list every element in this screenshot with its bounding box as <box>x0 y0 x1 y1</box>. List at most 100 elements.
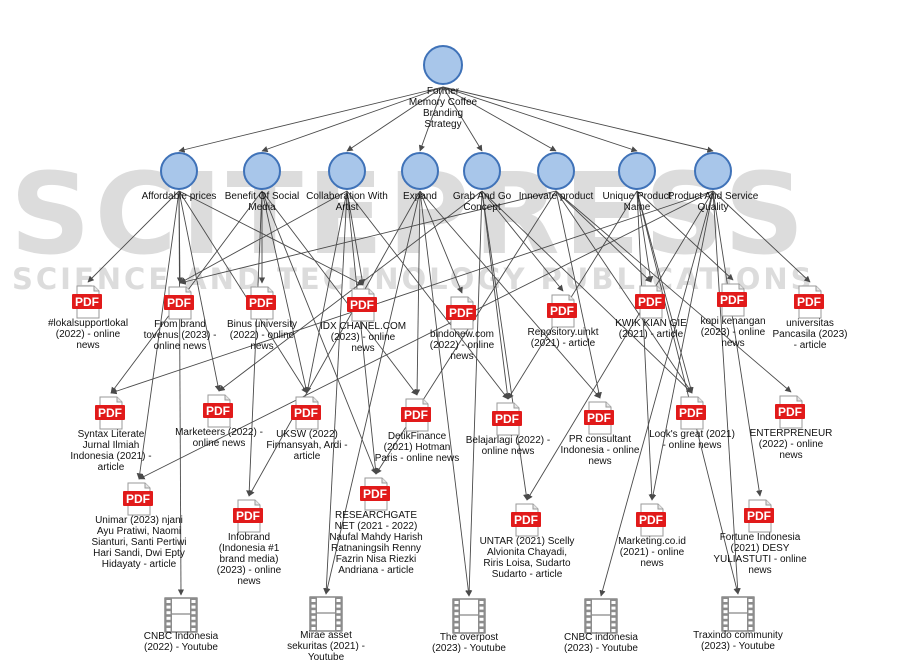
film-icon[interactable] <box>452 598 486 634</box>
source-label-researchgate: RESEARCHGATE NET (2021 - 2022) Naufal Ma… <box>329 510 423 576</box>
source-label-idx: IDX CHANEL.COM (2023) - online news <box>319 321 407 354</box>
pdf-icon[interactable]: PDF <box>584 401 614 435</box>
edge-root-affordable <box>178 86 444 153</box>
theme-node-expand[interactable] <box>401 152 439 190</box>
edge-root-service <box>442 86 714 153</box>
edge-grab-untar <box>481 190 530 501</box>
theme-node-service[interactable] <box>694 152 732 190</box>
pdf-icon-text: PDF <box>747 509 771 523</box>
pdf-icon-text: PDF <box>638 295 662 309</box>
edge-collab-researchgate <box>346 190 379 475</box>
pdf-icon-text: PDF <box>587 411 611 425</box>
pdf-icon[interactable]: PDF <box>547 294 577 328</box>
edge-service-untar <box>526 190 714 501</box>
edge-benefit-uksw <box>261 190 309 394</box>
theme-node-grab[interactable] <box>463 152 501 190</box>
pdf-icon[interactable]: PDF <box>95 396 125 430</box>
pdf-icon[interactable]: PDF <box>446 296 476 330</box>
pdf-icon-text: PDF <box>404 408 428 422</box>
pdf-icon[interactable]: PDF <box>347 288 377 322</box>
pdf-icon-text: PDF <box>363 487 387 501</box>
film-icon[interactable] <box>721 596 755 632</box>
theme-node-benefit[interactable] <box>243 152 281 190</box>
pdf-icon-text: PDF <box>126 492 150 506</box>
pdf-icon-text: PDF <box>350 298 374 312</box>
pdf-icon-text: PDF <box>550 304 574 318</box>
source-label-lokal: #lokalsupportlokal (2022) - online news <box>48 318 129 351</box>
source-label-overpost: The overpost (2023) - Youtube <box>432 632 506 654</box>
pdf-icon-text: PDF <box>249 296 273 310</box>
edge-root-benefit <box>261 86 444 153</box>
pdf-icon-text: PDF <box>514 513 538 527</box>
source-label-traxindo: Traxindo community (2023) - Youtube <box>693 630 783 652</box>
theme-label-affordable: Affordable prices <box>141 191 217 202</box>
pdf-icon-text: PDF <box>206 404 230 418</box>
watermark-subtitle: SCIENCE AND TECHNOLOGY PUBLICATIONS <box>12 262 815 296</box>
edge-expand-pr <box>419 190 601 399</box>
source-label-looks: Look's great (2021) - online news <box>649 429 735 451</box>
pdf-icon-text: PDF <box>75 295 99 309</box>
edge-unique-kopi <box>636 190 734 281</box>
edge-expand-detik <box>413 190 421 396</box>
pdf-icon[interactable]: PDF <box>123 482 153 516</box>
edge-expand-mirae <box>324 190 421 595</box>
pdf-icon[interactable]: PDF <box>233 499 263 533</box>
edge-collab-mirae <box>323 190 348 595</box>
theme-node-affordable[interactable] <box>160 152 198 190</box>
edge-collab-uksw <box>305 190 348 394</box>
pdf-icon-text: PDF <box>679 406 703 420</box>
film-icon[interactable] <box>584 598 618 634</box>
theme-node-collab[interactable] <box>328 152 366 190</box>
theme-label-service: Product And Service Quality <box>667 191 759 213</box>
theme-label-expand: Expand <box>403 191 437 202</box>
edge-collab-idx <box>346 190 366 286</box>
pdf-icon[interactable]: PDF <box>775 395 805 429</box>
pdf-icon[interactable]: PDF <box>636 503 666 537</box>
edge-unique-kwik <box>636 190 654 283</box>
pdf-icon[interactable]: PDF <box>676 396 706 430</box>
edge-innovate-entre <box>555 190 792 393</box>
edge-grab-marketeers <box>218 190 483 392</box>
theme-label-innovate: Innovate product <box>518 191 594 202</box>
source-label-infobrand: Infobrand (Indonesia #1 brand media) (20… <box>216 532 282 587</box>
source-label-unimar: Unimar (2023) njani Ayu Pratiwi, Naomi S… <box>91 515 187 570</box>
pdf-icon[interactable]: PDF <box>401 398 431 432</box>
edge-service-syntax <box>110 190 714 395</box>
edge-affordable-idx <box>178 190 364 286</box>
edge-expand-overpost <box>419 190 472 597</box>
pdf-icon[interactable]: PDF <box>291 396 321 430</box>
edge-unique-belajar <box>507 190 638 400</box>
pdf-icon-text: PDF <box>639 513 663 527</box>
source-label-syntax: Syntax Literate Jurnal Ilmiah Indonesia … <box>70 429 152 473</box>
pdf-icon[interactable]: PDF <box>203 394 233 428</box>
source-label-marketingco: Marketing.co.id (2021) - online news <box>618 536 686 569</box>
source-label-kopi: kopi kenangan (2023) - online news <box>700 316 766 349</box>
theme-node-innovate[interactable] <box>537 152 575 190</box>
pdf-icon[interactable]: PDF <box>744 499 774 533</box>
pdf-icon[interactable]: PDF <box>511 503 541 537</box>
edge-innovate-looks <box>555 190 693 394</box>
pdf-icon[interactable]: PDF <box>794 285 824 319</box>
edge-affordable-uksw <box>178 190 308 394</box>
film-icon[interactable] <box>164 597 198 633</box>
theme-node-unique[interactable] <box>618 152 656 190</box>
pdf-icon[interactable]: PDF <box>360 477 390 511</box>
film-icon[interactable] <box>309 596 343 632</box>
pdf-icon[interactable]: PDF <box>492 402 522 436</box>
pdf-icon[interactable]: PDF <box>164 286 194 320</box>
edge-grab-overpost <box>466 190 483 597</box>
pdf-icon[interactable]: PDF <box>246 286 276 320</box>
source-label-fortune: Fortune Indonesia (2021) DESY YULIASTUTI… <box>713 532 807 576</box>
source-label-uinkt: Repository.uinkt (2021) - article <box>527 327 599 349</box>
edge-service-pancasila <box>712 190 811 283</box>
edge-collab-belajar <box>346 190 509 400</box>
root-node[interactable] <box>423 45 463 85</box>
pdf-icon[interactable]: PDF <box>635 285 665 319</box>
pdf-icon[interactable]: PDF <box>72 285 102 319</box>
root-node-label: Former Memory Coffee Branding Strategy <box>408 86 478 130</box>
edge-service-traxindo <box>712 190 741 595</box>
source-label-untar: UNTAR (2021) Scelly Alvionita Chayadi, R… <box>479 536 575 580</box>
pdf-icon-text: PDF <box>167 296 191 310</box>
pdf-icon[interactable]: PDF <box>717 283 747 317</box>
